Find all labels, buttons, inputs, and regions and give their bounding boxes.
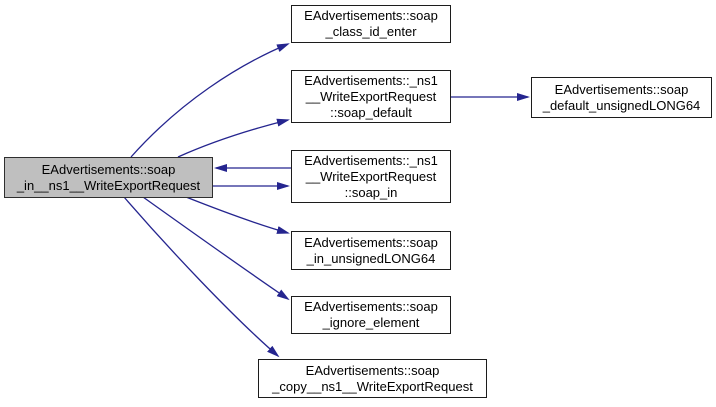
edge-main-to-soap-default bbox=[177, 118, 290, 158]
node-soap-in-ns1-writeexportrequest: EAdvertisements::soap _in__ns1__WriteExp… bbox=[4, 157, 213, 198]
edge-main-to-copy bbox=[123, 196, 280, 358]
edge-main-to-class-id-enter bbox=[130, 43, 290, 158]
edge-main-to-ignore-element bbox=[142, 196, 290, 301]
edge-main-to-in-unsignedlong64 bbox=[185, 196, 290, 234]
node-soap-ignore-element[interactable]: EAdvertisements::soap _ignore_element bbox=[291, 296, 451, 334]
node-soap-in-unsignedlong64[interactable]: EAdvertisements::soap _in_unsignedLONG64 bbox=[291, 231, 451, 270]
node-soap-copy-ns1-writeexportrequest[interactable]: EAdvertisements::soap _copy__ns1__WriteE… bbox=[258, 359, 487, 398]
node-soap-default-unsignedlong64[interactable]: EAdvertisements::soap _default_unsignedL… bbox=[531, 77, 712, 118]
node-ns1-writeexportrequest-soap-in[interactable]: EAdvertisements::_ns1 __WriteExportReque… bbox=[291, 150, 451, 203]
node-ns1-writeexportrequest-soap-default[interactable]: EAdvertisements::_ns1 __WriteExportReque… bbox=[291, 70, 451, 123]
node-soap-class-id-enter[interactable]: EAdvertisements::soap _class_id_enter bbox=[291, 5, 451, 43]
